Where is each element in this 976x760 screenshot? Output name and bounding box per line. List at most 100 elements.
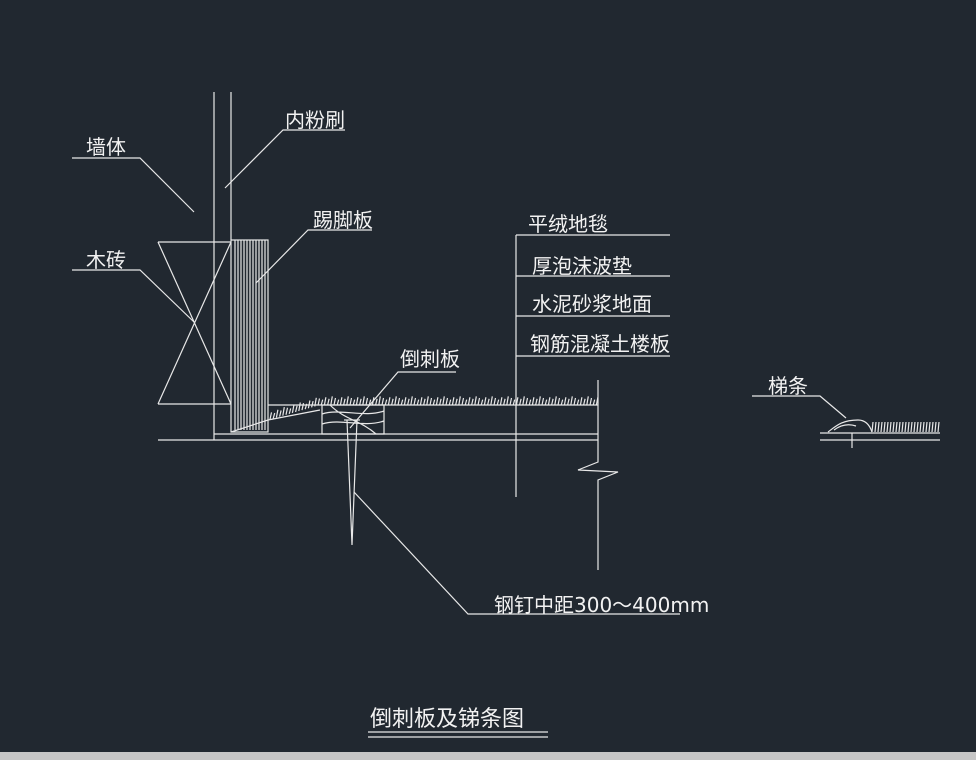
hatch-line <box>589 397 593 406</box>
hatch-line <box>307 400 311 409</box>
hatch-line <box>375 398 378 406</box>
hatch-line <box>889 421 892 433</box>
hatch-line <box>493 397 497 406</box>
hatch-line <box>883 421 886 433</box>
hatch-line <box>269 412 273 420</box>
hatch-line <box>541 397 545 406</box>
hatch-line <box>403 397 407 406</box>
hatch-line <box>282 407 285 416</box>
wood-brick-symbol <box>157 241 232 405</box>
hatch-line <box>509 397 513 406</box>
label-skirting: 踢脚板 <box>313 208 373 232</box>
hatch-line <box>910 421 913 433</box>
skirting-board <box>230 239 269 433</box>
label-carpet: 平绒地毯 <box>528 212 608 236</box>
hatch-line <box>928 421 931 433</box>
hatch-line <box>333 397 337 406</box>
hatch-line <box>931 421 934 433</box>
hatch-line <box>560 399 564 406</box>
hatch-line <box>573 397 577 406</box>
label-ladder-strip: 梯条 <box>768 374 808 398</box>
hatch-line <box>506 396 509 406</box>
floor-lines <box>158 380 619 570</box>
hatch-line <box>448 399 452 406</box>
hatch-line <box>474 396 477 406</box>
hatch-line <box>394 396 397 406</box>
hatch-line <box>368 399 372 406</box>
hatch-line <box>275 409 279 418</box>
hatch-line <box>554 396 557 406</box>
hatch-line <box>362 396 365 406</box>
hatch-line <box>576 399 580 406</box>
hatch-line <box>886 421 889 433</box>
hatch-line <box>503 398 506 406</box>
hatch-line <box>490 396 493 406</box>
hatch-line <box>451 397 455 406</box>
hatch-line <box>586 396 589 406</box>
hatch-line <box>391 398 394 406</box>
hatch-line <box>877 421 880 433</box>
hatch-line <box>525 397 529 406</box>
hatch-line <box>323 397 327 406</box>
hatch-line <box>874 421 877 433</box>
hatch-line <box>567 398 570 406</box>
hatch-line <box>346 396 349 406</box>
hatch-line <box>400 399 404 406</box>
label-nail-spacing: 钢钉中距300～400mm <box>494 593 709 617</box>
hatch-line <box>544 399 548 406</box>
hatch-line <box>301 403 305 411</box>
steel-nail <box>344 419 360 546</box>
hatch-line <box>455 398 458 406</box>
hatch-line <box>901 421 904 433</box>
hatch-line <box>343 398 346 406</box>
hatch-line <box>551 398 554 406</box>
hatch-line <box>314 397 317 407</box>
hatch-line <box>397 397 401 406</box>
wall-lines <box>213 92 232 440</box>
leader-lines <box>72 129 847 615</box>
hatch-line <box>378 396 381 406</box>
label-wall: 墙体 <box>86 135 126 159</box>
hatch-line <box>464 399 468 406</box>
hatch-line <box>407 398 410 406</box>
hatch-line <box>288 408 292 415</box>
hatch-line <box>445 397 449 406</box>
hatch-line <box>285 407 289 415</box>
hatch-line <box>349 397 353 406</box>
hatch-line <box>339 397 343 406</box>
hatch-line <box>298 402 301 412</box>
hatch-line <box>311 401 314 408</box>
hatch-line <box>535 398 538 406</box>
hatch-line <box>352 399 356 406</box>
hatch-line <box>432 399 436 406</box>
label-foam-pad: 厚泡沫波垫 <box>532 254 632 278</box>
hatch-line <box>384 399 388 406</box>
hatch-line <box>320 399 324 406</box>
hatch-line <box>355 397 359 406</box>
ladder-strip-detail <box>820 419 940 448</box>
hatch-line <box>895 421 898 433</box>
hatch-line <box>579 397 583 406</box>
hatch-line <box>592 399 596 406</box>
label-cement-floor: 水泥砂浆地面 <box>532 292 652 316</box>
hatch-line <box>477 397 481 406</box>
title-text: 倒刺板及锑条图 <box>370 707 524 732</box>
label-rc-slab: 钢筋混凝土楼板 <box>530 332 670 356</box>
hatch-line <box>426 396 429 406</box>
hatch-line <box>538 396 541 406</box>
hatch-line <box>435 397 439 406</box>
hatch-line <box>570 396 573 406</box>
hatch-line <box>880 421 883 433</box>
hatch-line <box>528 399 532 406</box>
hatch-line <box>295 405 298 413</box>
label-tack-strip: 倒刺板 <box>400 347 460 371</box>
hatch-line <box>359 398 362 406</box>
hatch-line <box>487 398 490 406</box>
hatch-line <box>304 403 308 410</box>
hatch-line <box>547 397 551 406</box>
hatch-line <box>442 396 445 406</box>
hatch-line <box>410 396 413 406</box>
hatch-line <box>871 421 874 433</box>
hatch-line <box>892 421 895 433</box>
